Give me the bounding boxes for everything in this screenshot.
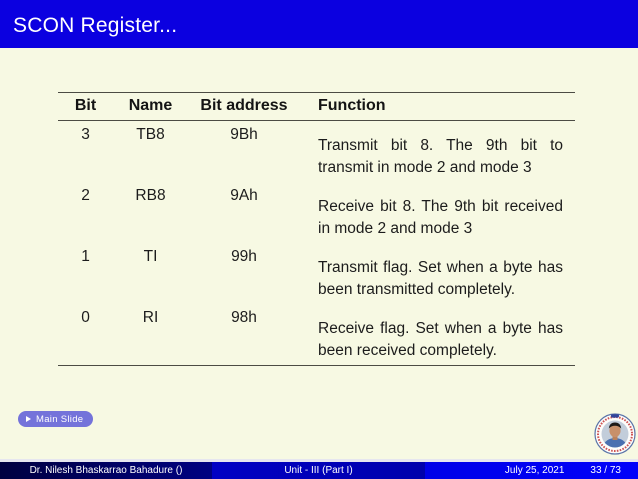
- footer-author-segment: Dr. Nilesh Bhaskarrao Bahadure (): [0, 462, 212, 479]
- address-cell: 9Ah: [230, 187, 258, 204]
- footer-bar: Dr. Nilesh Bhaskarrao Bahadure () Unit -…: [0, 462, 638, 479]
- scon-bits-table: Bit Name Bit address Function 3 TB8 9Bh …: [58, 92, 575, 366]
- bit-cell: 3: [81, 126, 90, 143]
- name-cell: RB8: [135, 187, 166, 204]
- page-title: SCON Register...: [13, 14, 178, 37]
- address-cell: 99h: [231, 248, 257, 265]
- play-triangle-icon: [26, 416, 31, 422]
- main-slide-button[interactable]: Main Slide: [18, 411, 94, 427]
- footer-date-segment: July 25, 2021 33 / 73: [425, 462, 638, 479]
- table-header-row: Bit Name Bit address Function: [58, 92, 575, 121]
- table-row: 3 TB8 9Bh Transmit bit 8. The 9th bit to…: [58, 121, 575, 183]
- column-header-bit-address: Bit address: [188, 92, 300, 121]
- address-cell: 9Bh: [230, 126, 258, 143]
- bit-cell: 2: [81, 187, 90, 204]
- footer-unit: Unit - III (Part I): [284, 465, 353, 476]
- column-header-function: Function: [300, 92, 575, 121]
- table-row: 1 TI 99h Transmit flag. Set when a byte …: [58, 243, 575, 304]
- footer-author: Dr. Nilesh Bhaskarrao Bahadure (): [29, 465, 183, 476]
- portrait-badge-icon: [594, 413, 636, 455]
- address-cell: 98h: [231, 309, 257, 326]
- name-cell: TB8: [136, 126, 165, 143]
- column-header-name: Name: [113, 92, 188, 121]
- function-cell: Receive bit 8. The 9th bit re­ceived in …: [318, 198, 563, 237]
- name-cell: TI: [143, 248, 158, 265]
- bit-cell: 1: [81, 248, 90, 265]
- main-slide-label: Main Slide: [36, 413, 84, 425]
- footer-separator: [0, 459, 638, 462]
- function-cell: Transmit flag. Set when a byte has been …: [318, 259, 563, 298]
- column-header-bit: Bit: [58, 92, 113, 121]
- table-row: 2 RB8 9Ah Receive bit 8. The 9th bit re­…: [58, 182, 575, 243]
- table-row: 0 RI 98h Receive flag. Set when a byte h…: [58, 304, 575, 366]
- function-cell: Receive flag. Set when a byte has been r…: [318, 320, 563, 359]
- bit-cell: 0: [81, 309, 90, 326]
- footer-date: July 25, 2021: [504, 465, 565, 476]
- title-bar: SCON Register...: [0, 0, 638, 48]
- function-cell: Transmit bit 8. The 9th bit to transmit …: [318, 137, 563, 176]
- footer-page-number: 33 / 73: [590, 465, 621, 476]
- portrait-badge-logo: [594, 412, 636, 456]
- footer-unit-segment: Unit - III (Part I): [212, 462, 425, 479]
- table-container: Bit Name Bit address Function 3 TB8 9Bh …: [58, 92, 575, 366]
- name-cell: RI: [142, 309, 159, 326]
